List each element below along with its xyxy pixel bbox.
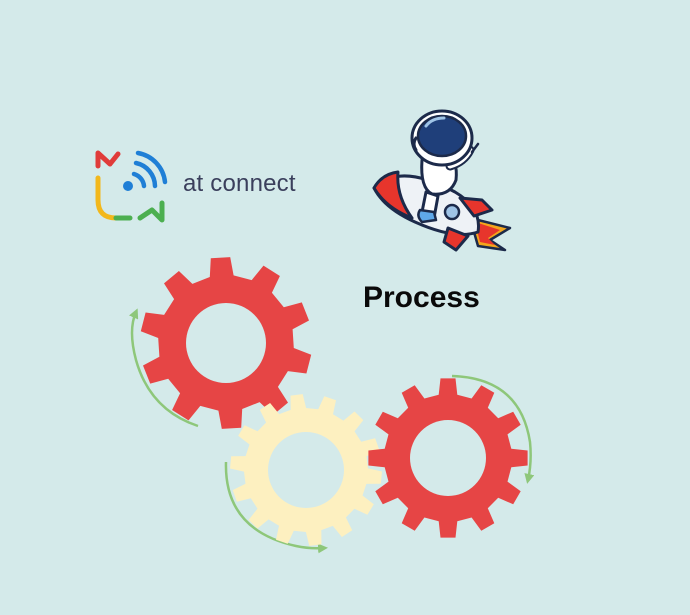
gear-yellow [230,394,382,546]
gear-red-right [368,378,528,538]
gear-red-top [140,257,312,429]
brand-logo: at connect [94,148,334,228]
wifi-location-pin-icon [95,150,168,223]
brand-name: at connect [183,170,296,197]
astronaut-riding-rocket-icon [372,109,512,252]
process-heading: Process [363,281,480,314]
